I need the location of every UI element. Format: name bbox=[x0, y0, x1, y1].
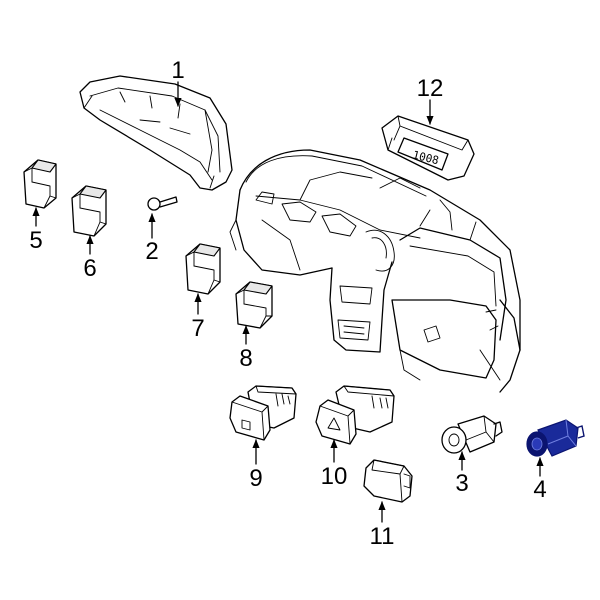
power-socket-part[interactable] bbox=[526, 419, 585, 457]
callout-2: 2 bbox=[145, 238, 158, 265]
callout-1: 1 bbox=[171, 57, 184, 84]
lighter-part[interactable] bbox=[441, 415, 503, 454]
callout-labels: 1 2 3 4 5 6 7 8 9 10 11 12 bbox=[29, 57, 546, 550]
callout-8: 8 bbox=[239, 345, 252, 372]
callout-11: 11 bbox=[370, 523, 395, 550]
callout-9: 9 bbox=[249, 465, 262, 492]
switch-part-5[interactable] bbox=[23, 159, 57, 209]
leader-lines bbox=[32, 81, 544, 523]
bulb-part[interactable] bbox=[147, 196, 178, 211]
socket-body bbox=[537, 419, 579, 457]
instrument-cluster-part[interactable] bbox=[79, 75, 233, 191]
switch-part-6[interactable] bbox=[71, 185, 107, 237]
dashboard-part bbox=[229, 149, 521, 393]
switch-part-10[interactable] bbox=[315, 385, 395, 445]
callout-12: 12 bbox=[417, 75, 444, 102]
callout-10: 10 bbox=[321, 463, 348, 490]
callout-4: 4 bbox=[533, 476, 546, 503]
callout-7: 7 bbox=[191, 315, 204, 342]
clock-display-text: 1008 bbox=[411, 148, 440, 167]
callout-5: 5 bbox=[29, 227, 42, 254]
switch-part-11[interactable] bbox=[363, 459, 413, 503]
switch-part-8[interactable] bbox=[235, 281, 273, 329]
switch-part-9[interactable] bbox=[229, 385, 297, 441]
clock-part[interactable]: 1008 bbox=[381, 115, 475, 181]
switch-part-7[interactable] bbox=[185, 243, 221, 295]
callout-3: 3 bbox=[455, 470, 468, 497]
callout-6: 6 bbox=[83, 255, 96, 282]
